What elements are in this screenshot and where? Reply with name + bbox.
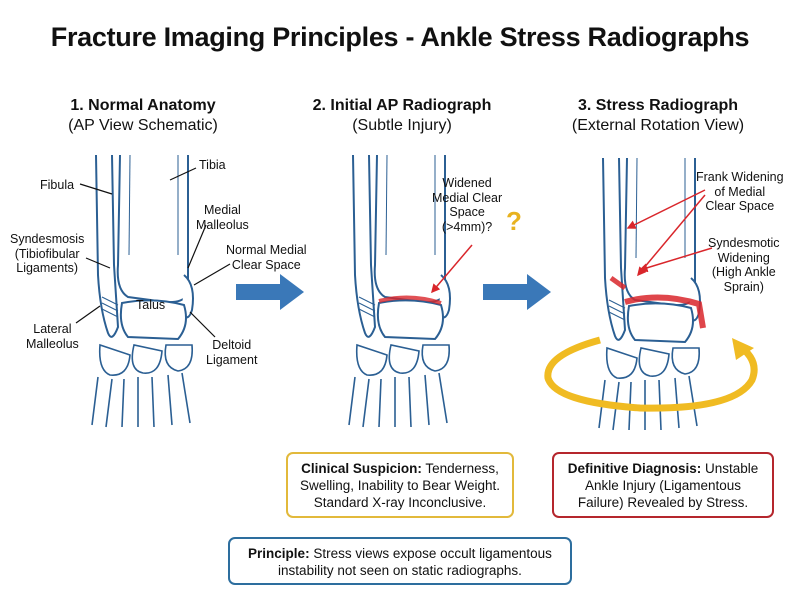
fibula-label: Fibula	[40, 178, 75, 192]
clinical-suspicion-title: Clinical Suspicion:	[301, 461, 422, 476]
principle-box: Principle: Stress views expose occult li…	[228, 537, 572, 585]
clinical-suspicion-box: Clinical Suspicion: Tenderness, Swelling…	[286, 452, 514, 518]
external-rotation-arrow	[544, 336, 758, 412]
panel-1-heading: 1. Normal Anatomy	[70, 97, 216, 114]
panel-2-subheading: (Subtle Injury)	[352, 117, 452, 134]
panel-1-subheading: (AP View Schematic)	[68, 117, 218, 134]
panel-2-header: 2. Initial AP Radiograph (Subtle Injury)	[292, 96, 512, 136]
panel-2-heading: 2. Initial AP Radiograph	[312, 97, 492, 114]
progress-arrow-1	[236, 274, 304, 310]
talus-label: Talus	[136, 298, 166, 312]
panel-3-heading: 3. Stress Radiograph	[577, 97, 739, 114]
initial-radiograph-ankle-drawing	[348, 154, 451, 428]
stress-radiograph-ankle-drawing	[598, 157, 706, 431]
definitive-diagnosis-text: Unstable Ankle Injury (Ligamentous Failu…	[577, 461, 759, 510]
question-mark-icon: ?	[506, 206, 522, 236]
clinical-suspicion-text: Tenderness, Swelling, Inability to Bear …	[299, 461, 501, 510]
definitive-diagnosis-title: Definitive Diagnosis:	[567, 461, 702, 476]
normal-ankle-drawing	[91, 154, 194, 428]
tibia-label: Tibia	[199, 158, 226, 172]
definitive-diagnosis-box: Definitive Diagnosis: Unstable Ankle Inj…	[552, 452, 774, 518]
panel-1-header: 1. Normal Anatomy (AP View Schematic)	[33, 96, 253, 136]
page-title: Fracture Imaging Principles - Ankle Stre…	[50, 22, 750, 52]
progress-arrow-2	[483, 274, 551, 310]
principle-text: Stress views expose occult ligamentous i…	[278, 546, 552, 578]
panel-3-subheading: (External Rotation View)	[571, 117, 745, 134]
panel-3-header: 3. Stress Radiograph (External Rotation …	[548, 96, 768, 136]
principle-title: Principle:	[248, 546, 310, 561]
